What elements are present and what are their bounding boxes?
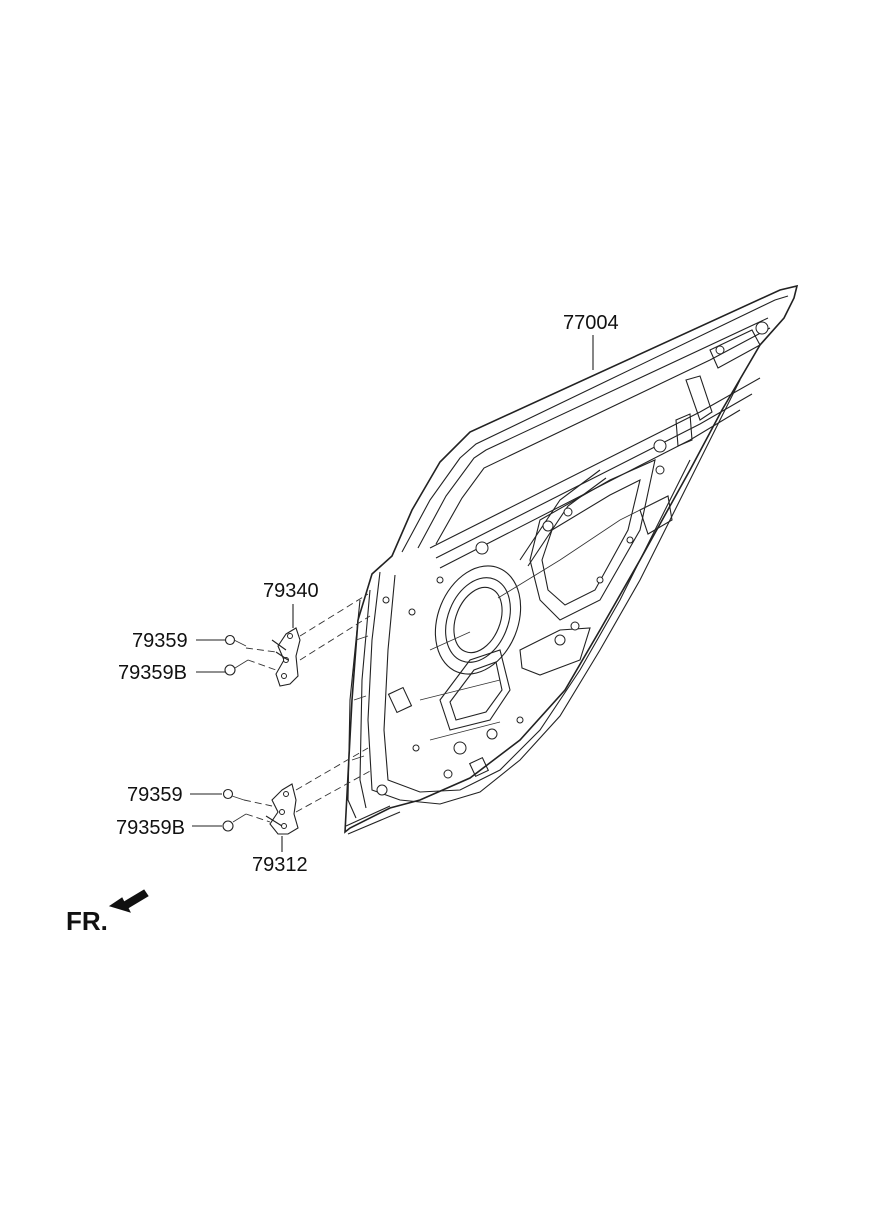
bolt-dash-lower-1 (243, 799, 273, 807)
bolt-dash-lower-2 (245, 813, 271, 823)
label-79312: 79312 (252, 854, 308, 876)
upper-hinge (271, 627, 301, 687)
lower-bolt-79359b (222, 813, 247, 832)
hinge-dash-upper-1 (299, 593, 369, 637)
rear-door-panel (344, 284, 799, 835)
label-79359-lower: 79359 (127, 784, 183, 806)
bolt-dash-upper-2 (247, 659, 277, 671)
upper-bolt-79359 (224, 634, 247, 647)
label-77004: 77004 (563, 312, 619, 334)
label-79359b-lower: 79359B (116, 817, 185, 839)
lower-bolt-79359 (222, 788, 245, 801)
front-direction-label: FR. (66, 906, 108, 936)
label-79340: 79340 (263, 580, 319, 602)
lower-hinge (265, 783, 299, 835)
front-arrow-icon (108, 889, 149, 913)
label-79359-upper: 79359 (132, 630, 188, 652)
bolt-dash-upper-1 (245, 647, 277, 653)
upper-bolt-79359b (224, 659, 249, 676)
hinge-dash-lower-1 (295, 747, 369, 791)
hinge-dash-upper-2 (299, 615, 371, 661)
hinge-dash-lower-2 (295, 769, 373, 813)
label-79359b-upper: 79359B (118, 662, 187, 684)
